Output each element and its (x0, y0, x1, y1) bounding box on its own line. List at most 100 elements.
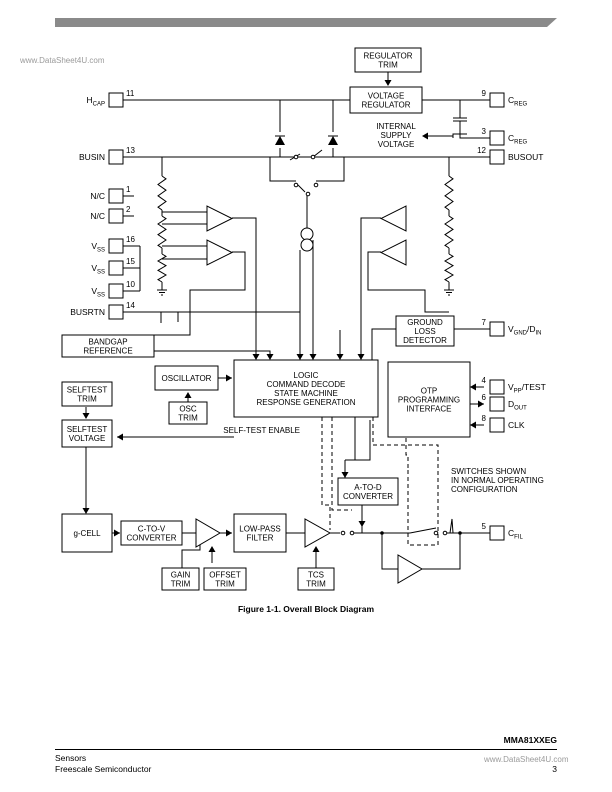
tcs-trim-block (297, 567, 335, 591)
gain-trim-block-text: TRIM (171, 580, 191, 589)
wire (449, 518, 454, 534)
wire (367, 251, 449, 313)
pin-9-number: 9 (482, 89, 487, 98)
pin-12-box (489, 149, 505, 165)
arrow-head (341, 472, 349, 478)
pin-13-box (108, 149, 124, 165)
pin-15-label: VSS (91, 263, 105, 276)
selftest-voltage-block-text: SELFTEST (67, 425, 108, 434)
oscillator-block (154, 365, 219, 391)
pin-14-number: 14 (126, 301, 135, 310)
current-source-lower (300, 238, 314, 252)
offset-trim-block-text: TRIM (215, 580, 235, 589)
logic-block (233, 359, 379, 418)
pin-12-label: BUSOUT (508, 152, 543, 162)
oscillator-block-text: OSCILLATOR (162, 374, 212, 383)
wire (321, 417, 331, 530)
arrow-head (82, 413, 90, 419)
switch-contact (293, 154, 299, 160)
arrow-head (470, 383, 476, 391)
regulator-trim-block-text: TRIM (378, 61, 398, 70)
arrow-head (357, 354, 365, 360)
pin-5-number: 5 (482, 522, 487, 531)
arrow-head (312, 546, 320, 552)
arrow-head (478, 400, 484, 408)
arrow-head (470, 421, 476, 429)
pin-14-label: BUSRTN (70, 307, 105, 317)
gain-trim-block (161, 567, 200, 591)
pin-3-box (489, 130, 505, 146)
arrow-head (252, 354, 260, 360)
wire (421, 533, 461, 570)
low-pass-filter-block-text: FILTER (247, 534, 274, 543)
pin-7-box (489, 321, 505, 337)
resistor (157, 215, 167, 249)
resistor (157, 253, 167, 283)
footer-left: Sensors Freescale Semiconductor (55, 753, 151, 775)
otp-programming-interface-block-text: PROGRAMMING (398, 396, 460, 405)
pin-15-box (108, 260, 124, 276)
pin-1-box (108, 188, 124, 204)
diode-left (275, 136, 285, 145)
offset-trim-block (203, 567, 247, 591)
pin-9-label: CREG (508, 95, 527, 108)
junction-dot (380, 531, 384, 535)
wire (232, 217, 257, 354)
arrow-head (296, 354, 304, 360)
tcs-trim-block-text: TCS (308, 571, 324, 580)
pin-13-label: BUSIN (79, 152, 105, 162)
footer-rule (55, 749, 557, 750)
otp-programming-interface-block (387, 361, 471, 438)
current-source-upper (300, 227, 314, 241)
resistor (157, 175, 167, 211)
arrow-head (114, 529, 120, 537)
wire (405, 417, 409, 470)
logic-block-text: RESPONSE GENERATION (257, 398, 356, 407)
ground-loss-detector-block-text: GROUND (407, 318, 443, 327)
pin-13-number: 13 (126, 146, 135, 155)
switch-contact (293, 182, 299, 188)
ground-loss-detector-block-text: LOSS (414, 327, 435, 336)
pin-6-label: DOUT (508, 399, 527, 412)
internal-supply-label: INTERNAL (376, 122, 416, 131)
pin-4-number: 4 (482, 376, 487, 385)
switches-note-line: SWITCHES SHOWN (451, 467, 526, 476)
wire (459, 121, 490, 139)
pin-14-box (108, 304, 124, 320)
pin-10-label: VSS (91, 286, 105, 299)
arrow-head (336, 354, 344, 360)
voltage-regulator-block-text: REGULATOR (361, 101, 410, 110)
ground-loss-detector-block-text: DETECTOR (403, 336, 447, 345)
gain-trim-block-text: GAIN (171, 571, 191, 580)
watermark-top: www.DataSheet4U.com (20, 56, 105, 65)
wire (331, 417, 352, 511)
wire (409, 527, 437, 534)
page-number: 3 (552, 764, 557, 774)
comparator-upper-right (379, 205, 407, 232)
logic-block-text: LOGIC (294, 371, 319, 380)
wire (407, 470, 439, 546)
otp-programming-interface-block-text: INTERFACE (407, 405, 452, 414)
comparator-lower-right (379, 239, 407, 266)
selftest-enable-label: SELF-TEST ENABLE (223, 426, 300, 435)
pin-8-label: CLK (508, 420, 525, 430)
pin-11-label: HCAP (87, 95, 105, 108)
otp-programming-interface-block-text: OTP (421, 387, 437, 396)
wire (452, 133, 467, 138)
selftest-trim-block-text: SELFTEST (67, 386, 108, 395)
pin-10-box (108, 283, 124, 299)
pin-4-box (489, 379, 505, 395)
switch-contact (433, 530, 439, 536)
wire (269, 157, 296, 182)
switch-contact (442, 530, 448, 536)
pin-16-box (108, 238, 124, 254)
selftest-trim-block-text: TRIM (77, 395, 97, 404)
resistor (444, 175, 454, 211)
junction-dot (458, 531, 462, 535)
pin-4-label: VPP/TEST (508, 382, 546, 395)
header-bar (55, 18, 557, 27)
pin-2-box (108, 208, 124, 224)
g-cell-block-text: g-CELL (73, 529, 101, 538)
pin-7-number: 7 (482, 318, 487, 327)
